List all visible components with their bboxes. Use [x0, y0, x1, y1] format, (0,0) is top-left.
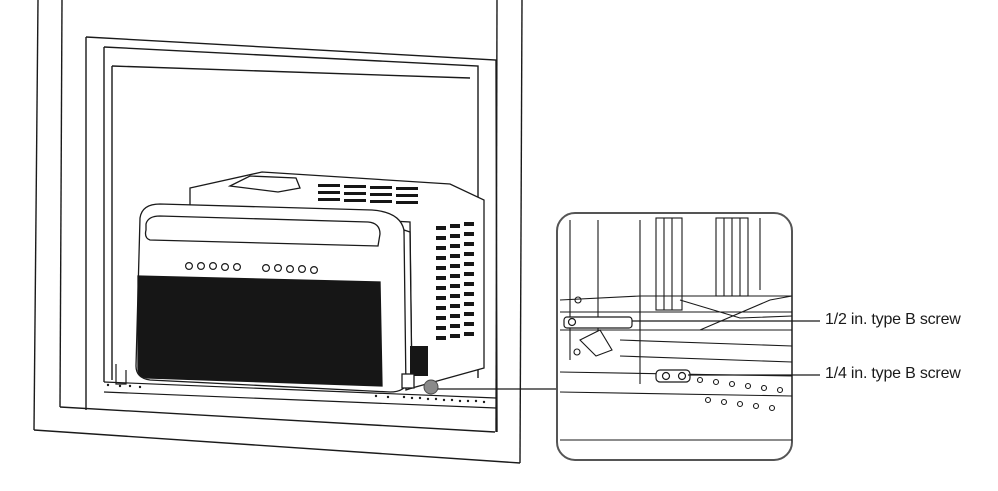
- callout-label-half-inch-screw: 1/2 in. type B screw: [825, 311, 961, 328]
- bracket-holes: [106, 383, 486, 404]
- sill-bracket: [103, 364, 497, 409]
- magnified-detail: [556, 212, 793, 461]
- screw-icon: [563, 316, 633, 329]
- control-buttons: [185, 262, 319, 275]
- air-conditioner-unit: [135, 171, 485, 393]
- top-vents: [318, 184, 418, 204]
- screw-icon: [655, 369, 691, 383]
- front-grille: [137, 275, 383, 387]
- side-vents: [436, 222, 474, 340]
- detail-location-marker: [423, 379, 439, 395]
- callout-label-quarter-inch-screw: 1/4 in. type B screw: [825, 365, 961, 382]
- window-frame: [33, 0, 523, 464]
